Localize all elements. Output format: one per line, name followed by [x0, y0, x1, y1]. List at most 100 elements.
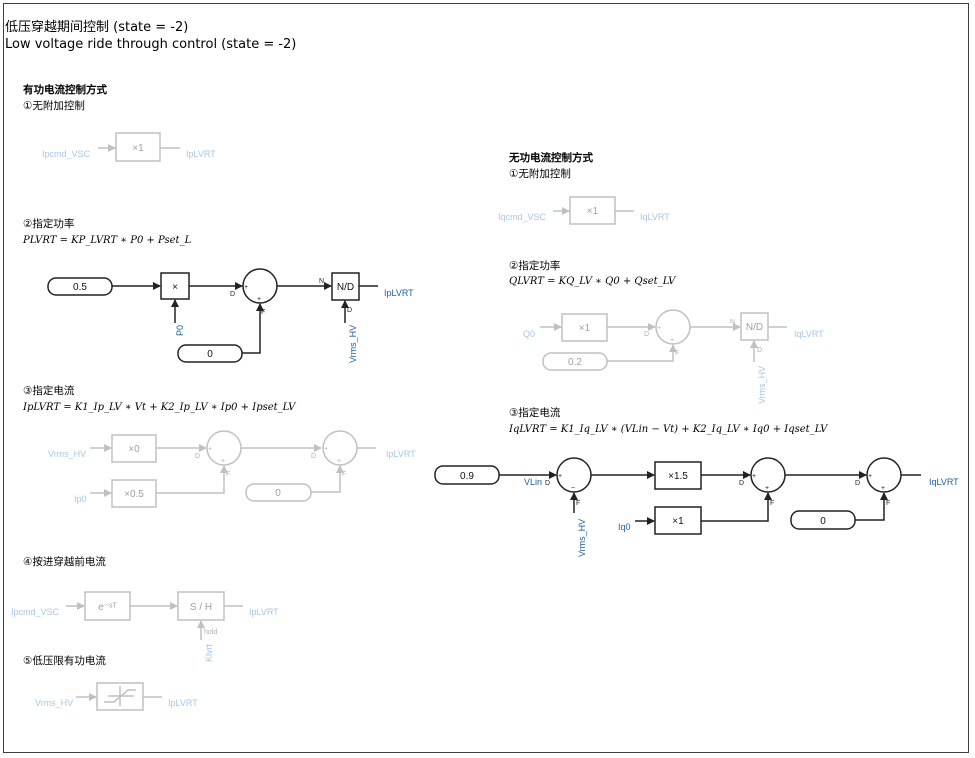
active-s1-label: ①无附加控制: [23, 100, 85, 112]
reactive-s2-const-value: 0.2: [568, 357, 582, 368]
active-s3-gain-b[interactable]: [111, 479, 157, 508]
reactive-s3-output: IqLVRT: [929, 477, 959, 487]
active-s4-sample-hold[interactable]: [177, 591, 225, 621]
reactive-s1-gain-block[interactable]: [569, 196, 616, 225]
reactive-s2-gain: ×1: [579, 323, 591, 334]
port-label: F: [261, 309, 265, 316]
port-label: D: [545, 480, 550, 487]
reactive-s1-input: Iqcmd_VSC: [498, 212, 547, 222]
reactive-s1-label: ①无附加控制: [509, 168, 571, 180]
port-label: F: [770, 500, 774, 507]
port-label: +: [881, 485, 885, 492]
port-label: D: [757, 347, 762, 354]
reactive-s3-const-b-value: 0: [820, 516, 826, 527]
reactive-s3-gain-a[interactable]: [654, 461, 702, 490]
reactive-s3-gain-a-value: ×1.5: [668, 471, 688, 482]
port-label: N: [730, 319, 735, 326]
reactive-s2-nd-label: N/D: [746, 322, 763, 333]
reactive-s2-equation: QLVRT = KQ_LV ∗ Q0 + Qset_LV: [509, 276, 676, 287]
active-s2-equation: PLVRT = KP_LVRT ∗ P0 + Pset_L: [23, 235, 192, 246]
port-label: +: [765, 485, 769, 492]
active-s1-block: Ipcmd_VSC ×1 IpLVRT: [42, 132, 216, 162]
active-s3-const-value: 0: [275, 488, 281, 499]
reactive-s1-gain: ×1: [587, 206, 599, 217]
port-label: F: [886, 500, 890, 507]
active-s2-nd-label: N/D: [337, 282, 354, 293]
active-s2-mult-symbol: ×: [172, 282, 178, 293]
port-label: +: [657, 325, 661, 332]
port-label: D: [855, 480, 860, 487]
port-label: D: [644, 331, 649, 338]
active-s3-gain-a[interactable]: [111, 434, 157, 463]
active-s4-sh-label: S / H: [190, 602, 212, 613]
reactive-s2-block: Q0 ×1 + + D F 0.2 N N/D D Vrms_HV IqLVRT: [523, 309, 824, 404]
active-s5-label: ⑤低压限有功电流: [23, 655, 106, 667]
active-s3-gain-a-value: ×0: [128, 444, 140, 455]
active-s1-gain-block[interactable]: [115, 132, 161, 162]
reactive-s3-equation: IqLVRT = K1_Iq_LV ∗ (VLin − Vt) + K2_Iq_…: [509, 424, 828, 435]
active-s2-label: ②指定功率: [23, 218, 75, 230]
port-label: +: [337, 458, 341, 465]
active-s2-input-p: P0: [175, 325, 185, 336]
active-s3-block: Vrms_HV ×0 + + D F Ip0 ×0.5 + + D F 0 Ip…: [48, 430, 416, 508]
reactive-s2-input-v: Vrms_HV: [757, 366, 767, 404]
active-s3-gain-b-value: ×0.5: [124, 489, 144, 500]
port-label: D: [230, 291, 235, 298]
reactive-s1-output: IqLVRT: [640, 212, 670, 222]
reactive-s3-gain-b-value: ×1: [672, 516, 684, 527]
active-s5-block: Vrms_HV IpLVRT: [35, 682, 198, 711]
port-label: +: [670, 337, 674, 344]
port-label: F: [342, 471, 346, 478]
active-s4-delay-block[interactable]: [84, 591, 131, 621]
port-label: D: [195, 453, 200, 460]
reactive-s2-input-q: Q0: [523, 329, 535, 339]
port-label: +: [208, 446, 212, 453]
reactive-s2-label: ②指定功率: [509, 260, 561, 272]
reactive-s1-block: Iqcmd_VSC ×1 IqLVRT: [498, 196, 670, 225]
active-s2-const-a-value: 0.5: [73, 282, 87, 293]
port-label: D: [347, 307, 352, 314]
title-cn: 低压穿越期间控制 (state = -2): [5, 20, 189, 35]
title-en: Low voltage ride through control (state …: [5, 37, 297, 52]
active-s4-input: Ipcmd_VSC: [11, 607, 60, 617]
active-s5-input: Vrms_HV: [35, 698, 73, 708]
reactive-s3-gain-b[interactable]: [654, 506, 702, 535]
reactive-s3-const-a-value: 0.9: [460, 471, 474, 482]
active-s1-gain: ×1: [132, 143, 144, 154]
port-label: +: [221, 458, 225, 465]
port-label: +: [752, 473, 756, 480]
active-s3-output: IpLVRT: [386, 449, 416, 459]
port-label: +: [324, 446, 328, 453]
active-s2-const-b-value: 0: [207, 349, 213, 360]
active-heading: 有功电流控制方式: [23, 84, 107, 96]
active-s4-label: ④按进穿越前电流: [23, 556, 106, 568]
port-label: +: [244, 284, 248, 291]
reactive-s3-vlin: VLin: [524, 477, 542, 487]
port-label: F: [576, 500, 580, 507]
port-label: F: [226, 471, 230, 478]
port-label: +: [868, 473, 872, 480]
port-label: N: [319, 278, 324, 285]
reactive-s2-output: IqLVRT: [794, 329, 824, 339]
reactive-s3-label: ③指定电流: [509, 407, 561, 419]
reactive-s3-block: 0.9 VLin + − D F Vrms_HV ×1.5 + + D F Iq…: [434, 457, 959, 557]
reactive-heading: 无功电流控制方式: [509, 152, 593, 164]
active-s3-input-v: Vrms_HV: [48, 449, 86, 459]
active-s4-hold-label: hold: [204, 629, 217, 636]
active-s3-input-i: Ip0: [74, 494, 87, 504]
active-s2-output: IpLVRT: [384, 288, 414, 298]
active-s3-label: ③指定电流: [23, 385, 75, 397]
active-s4-hold-input: Klvrt: [204, 644, 214, 662]
port-label: F: [675, 350, 679, 357]
active-s1-input: Ipcmd_VSC: [42, 149, 91, 159]
active-s3-equation: IpLVRT = K1_Ip_LV ∗ Vt + K2_Ip_LV ∗ Ip0 …: [23, 402, 296, 413]
active-s5-output: IpLVRT: [168, 698, 198, 708]
port-label: −: [571, 485, 575, 492]
port-label: +: [257, 296, 261, 303]
reactive-s3-input-v: Vrms_HV: [577, 519, 587, 557]
active-s1-output: IpLVRT: [186, 149, 216, 159]
active-s4-output: IpLVRT: [249, 607, 279, 617]
active-s4-block: Ipcmd_VSC e⁻ˢᵀ S / H hold Klvrt IpLVRT: [11, 591, 279, 662]
active-s2-block: 0.5 × P0 + + D F 0 N N/D D Vrms_HV IpLVR…: [47, 268, 414, 363]
